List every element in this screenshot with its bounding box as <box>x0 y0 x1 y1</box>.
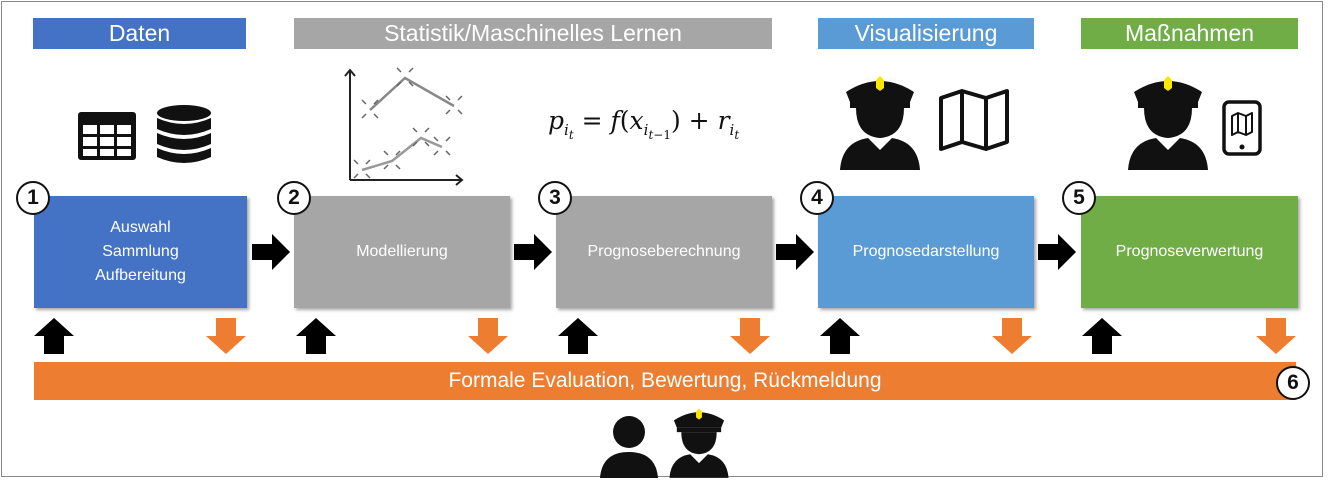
feedback-up-arrow-icon <box>34 318 74 354</box>
flow-arrow-icon <box>514 234 552 270</box>
police-officer-icon <box>669 408 729 478</box>
formula: pit = f(xit−1) + rit <box>548 106 740 142</box>
step-box-modellierung: Modellierung <box>294 196 510 308</box>
step-box-auswahl: Auswahl Sammlung Aufbereitung <box>34 196 247 308</box>
flow-arrow-icon <box>252 234 290 270</box>
step-number-6: 6 <box>1276 366 1310 400</box>
table-icon <box>78 112 136 160</box>
header-daten: Daten <box>33 18 246 49</box>
step-box-prognoseberechnung: Prognoseberechnung <box>556 196 772 308</box>
feedback-down-arrow-icon <box>206 318 246 354</box>
feedback-down-arrow-icon <box>730 318 770 354</box>
feedback-up-arrow-icon <box>558 318 598 354</box>
header-statistik: Statistik/Maschinelles Lernen <box>294 18 772 49</box>
flow-arrow-icon <box>1038 234 1076 270</box>
step-box-prognosedarstellung: Prognosedarstellung <box>818 196 1034 308</box>
flow-arrow-icon <box>776 234 814 270</box>
feedback-up-arrow-icon <box>820 318 860 354</box>
tablet-map-icon <box>1222 100 1262 156</box>
step-number-4: 4 <box>800 181 834 215</box>
feedback-down-arrow-icon <box>992 318 1032 354</box>
evaluation-bar: Formale Evaluation, Bewertung, Rückmeldu… <box>34 362 1296 400</box>
scatter-plot-icon <box>344 67 464 186</box>
step-number-1: 1 <box>16 181 50 215</box>
feedback-down-arrow-icon <box>1256 318 1296 354</box>
step-box-prognoseverwertung: Prognoseverwertung <box>1081 196 1298 308</box>
header-visualisierung: Visualisierung <box>818 18 1034 49</box>
database-icon <box>157 105 211 163</box>
feedback-down-arrow-icon <box>468 318 508 354</box>
police-officer-icon <box>840 76 920 170</box>
feedback-up-arrow-icon <box>1082 318 1122 354</box>
feedback-up-arrow-icon <box>296 318 336 354</box>
header-massnahmen: Maßnahmen <box>1081 18 1298 49</box>
step-number-2: 2 <box>277 181 311 215</box>
police-officer-icon <box>1128 76 1208 170</box>
step-number-5: 5 <box>1062 181 1096 215</box>
map-icon <box>939 89 1009 151</box>
step-number-3: 3 <box>538 181 572 215</box>
person-icon <box>600 416 658 478</box>
